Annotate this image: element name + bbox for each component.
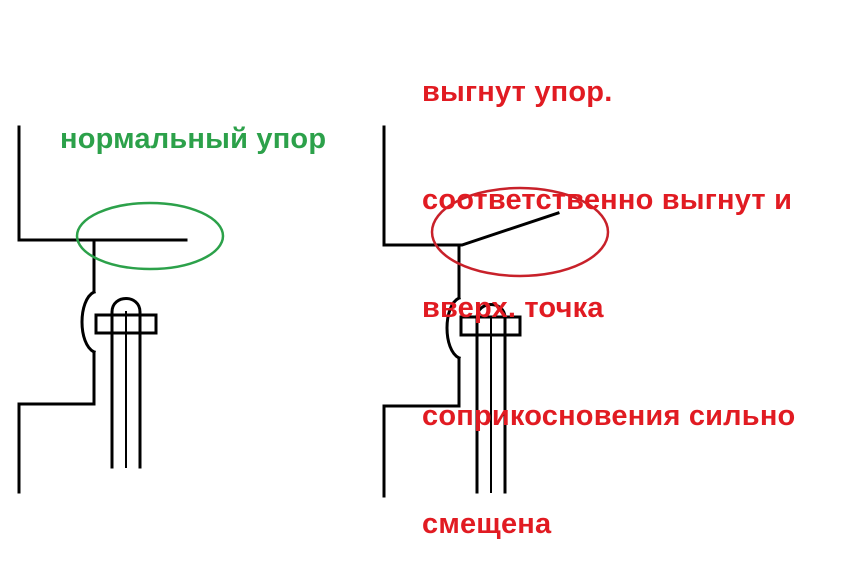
- bent-stop-caption-line: смещена: [422, 508, 552, 540]
- bent-stop-upper-profile: [382, 125, 560, 247]
- bent-contact-ellipse: [430, 186, 610, 278]
- bent-stop-caption-line: вверх. точка: [422, 292, 604, 324]
- normal-stop-lower-profile: [17, 350, 96, 494]
- normal-stop-diagram: [17, 125, 188, 494]
- bent-stop-bulge: [445, 295, 462, 361]
- normal-stop-upper-profile: [17, 125, 188, 242]
- normal-stop-lever: [110, 297, 142, 469]
- diagram-canvas: [17, 125, 610, 498]
- bent-stop-lower-profile: [382, 356, 461, 498]
- bent-stop-caption: выгнут упор. соответственно выгнут и вве…: [422, 2, 846, 578]
- bent-stop-caption-line: соответственно выгнут и: [422, 184, 793, 216]
- bent-stop-diagram: [382, 125, 560, 498]
- bent-stop-caption-line: соприкосновения сильно: [422, 400, 796, 432]
- bent-stop-lever: [475, 303, 507, 494]
- normal-stop-bulge: [80, 289, 97, 355]
- bent-stop-caption-line: выгнут упор.: [422, 76, 613, 108]
- normal-stop-caption: нормальный упор: [60, 123, 327, 155]
- normal-contact-ellipse: [75, 201, 225, 271]
